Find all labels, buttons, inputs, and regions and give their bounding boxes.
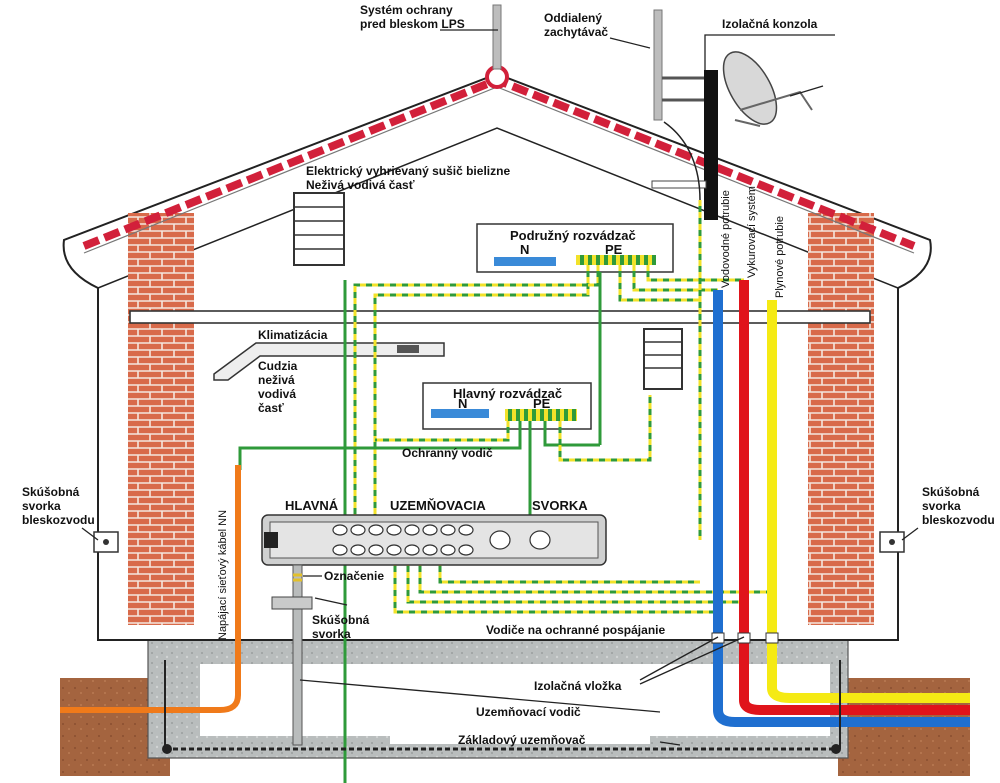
label-test-right-3: bleskozvodu — [922, 513, 995, 527]
ladder-radiator-icon — [643, 328, 683, 390]
sub-pe-bar — [576, 255, 656, 265]
lps-rod — [492, 4, 502, 70]
label-foreign-3: vodivá — [258, 387, 296, 401]
label-test-left-3: bleskozvodu — [22, 513, 95, 527]
label-foreign-4: časť — [258, 401, 284, 415]
label-test-terminal-2: svorka — [312, 627, 351, 641]
label-dryer-2: Neživá vodivá časť — [306, 178, 415, 192]
protective-conductors — [238, 200, 772, 783]
brick-wall-right — [808, 213, 874, 625]
label-gas-pipe: Plynové potrubie — [774, 216, 786, 298]
label-test-left-1: Skúšobná — [22, 485, 80, 499]
main-earthing-terminal — [261, 514, 607, 566]
label-marking: Označenie — [324, 569, 384, 583]
label-separated-1: Oddialený — [544, 11, 602, 25]
label-insulated-console: Izolačná konzola — [722, 17, 818, 31]
brick-wall-left — [128, 213, 194, 625]
label-test-right-2: svorka — [922, 499, 961, 513]
label-ac: Klimatizácia — [258, 328, 328, 342]
towel-dryer-icon — [293, 192, 345, 266]
satellite-dish-icon — [722, 51, 813, 127]
separated-air-terminal — [653, 9, 663, 121]
label-lps-1: Systém ochrany — [360, 3, 453, 17]
label-met-3: SVORKA — [532, 498, 588, 513]
label-sub-pe: PE — [605, 242, 623, 257]
label-nn-cable: Napájací sieťový kábel NN — [217, 510, 229, 640]
test-clamp-right-icon — [879, 531, 905, 553]
earthing-conductor — [292, 564, 303, 746]
main-n-bar — [431, 409, 489, 418]
service-pipes — [713, 280, 970, 727]
label-heating: Vykurovací systém — [746, 186, 758, 278]
lps-ring — [485, 65, 509, 89]
insulation-insert — [711, 632, 725, 644]
label-test-left-2: svorka — [22, 499, 61, 513]
label-main-n: N — [458, 396, 467, 411]
label-sub-board: Podružný rozvádzač — [510, 228, 636, 243]
label-foundation-electrode: Základový uzemňovač — [458, 733, 586, 747]
label-water-pipe: Vodovodné potrubie — [720, 190, 732, 288]
label-separated-2: zachytávač — [544, 25, 608, 39]
label-bonding-conductors: Vodiče na ochranné pospájanie — [486, 623, 665, 637]
label-dryer-1: Elektrický vyhrievaný sušič bielizne — [306, 164, 510, 178]
label-met-2: UZEMŇOVACIA — [390, 498, 486, 513]
label-protective-conductor: Ochranný vodič — [402, 446, 493, 460]
test-terminal-clamp — [271, 596, 313, 610]
sub-n-bar — [494, 257, 556, 266]
label-met-1: HLAVNÁ — [285, 498, 339, 513]
label-sub-n: N — [520, 242, 529, 257]
main-pe-bar — [505, 409, 577, 421]
label-test-right-1: Skúšobná — [922, 485, 980, 499]
label-main-board: Hlavný rozvádzač — [453, 386, 562, 401]
label-test-terminal-1: Skúšobná — [312, 613, 370, 627]
label-insulation-insert: Izolačná vložka — [534, 679, 622, 693]
label-earthing-conductor: Uzemňovací vodič — [476, 705, 581, 719]
test-clamp-left-icon — [93, 531, 119, 553]
label-lps-2: pred bleskom LPS — [360, 17, 465, 31]
air-conditioning-icon — [213, 342, 445, 381]
insulated-console — [704, 70, 718, 220]
label-foreign-1: Cudzia — [258, 359, 298, 373]
ceiling-beam — [129, 310, 871, 324]
label-main-pe: PE — [533, 396, 551, 411]
label-foreign-2: neživá — [258, 373, 295, 387]
nn-power-cable — [60, 465, 241, 713]
